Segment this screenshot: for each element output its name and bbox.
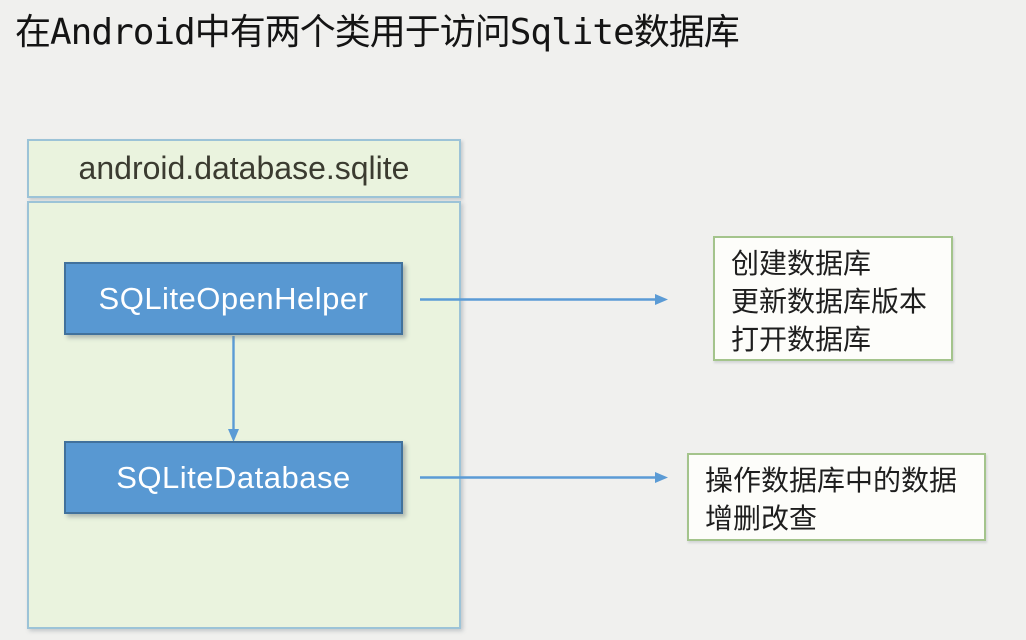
note-line: 更新数据库版本 xyxy=(731,286,928,317)
package-header-box: android.database.sqlite xyxy=(27,139,461,198)
note-line: 打开数据库 xyxy=(731,324,872,355)
note-line: 创建数据库 xyxy=(731,248,872,279)
class-box-sqliteopenhelper: SQLiteOpenHelper xyxy=(64,262,403,335)
class-box-sqlitedatabase: SQLiteDatabase xyxy=(64,441,403,514)
class-label-sqlitedatabase: SQLiteDatabase xyxy=(116,459,351,495)
class-label-sqliteopenhelper: SQLiteOpenHelper xyxy=(98,280,369,316)
note-line: 增删改查 xyxy=(705,503,818,534)
note-database-functions: 操作数据库中的数据 增删改查 xyxy=(687,453,986,541)
package-header-label: android.database.sqlite xyxy=(78,150,410,186)
note-openhelper-functions: 创建数据库 更新数据库版本 打开数据库 xyxy=(713,236,953,361)
note-line: 操作数据库中的数据 xyxy=(705,465,958,496)
page-title: 在Android中有两个类用于访问Sqlite数据库 xyxy=(15,12,740,53)
